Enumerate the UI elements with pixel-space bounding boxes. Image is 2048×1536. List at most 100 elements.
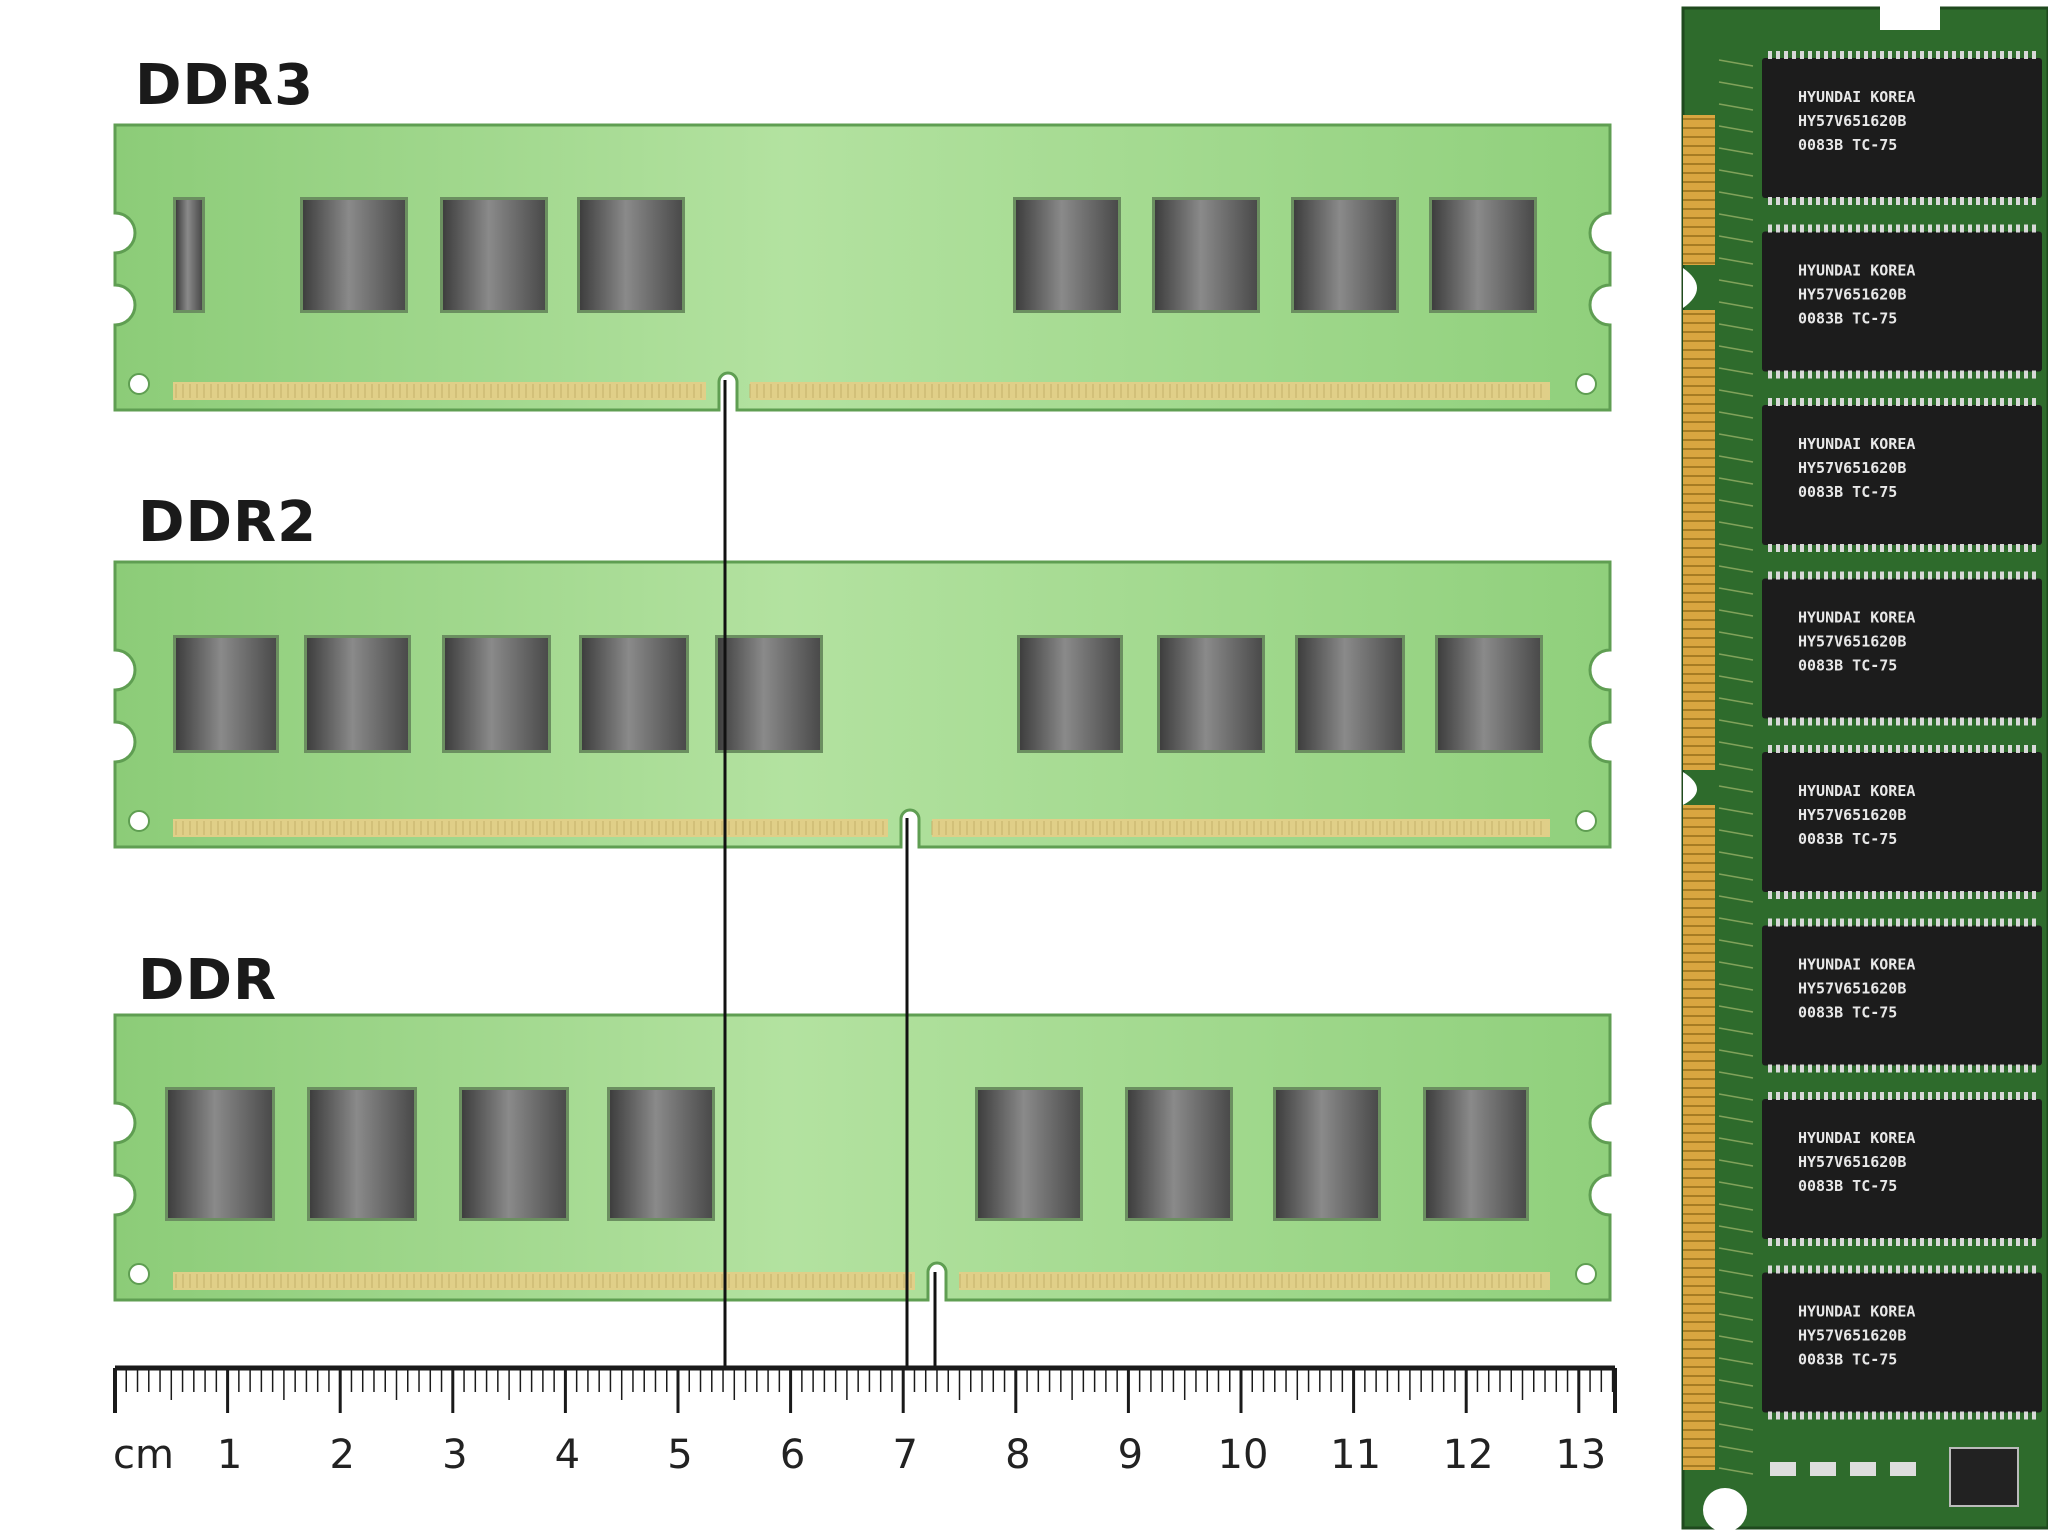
sdram-chip-pin xyxy=(1976,544,1980,552)
sdram-chip-pin xyxy=(1960,745,1964,753)
sdram-chip-pin xyxy=(1784,1064,1788,1073)
sdram-chip-pin xyxy=(2032,544,2036,552)
sdram-chip-pin xyxy=(2000,745,2004,753)
sdram-chip-pin xyxy=(1792,1411,1796,1420)
sdram-chip-pin xyxy=(1936,891,1940,899)
sdram-chip-pin xyxy=(1832,544,1836,552)
sdram-chip-pin xyxy=(1840,1265,1844,1274)
sdram-chip-pin xyxy=(1856,370,1860,379)
sdram-chip-pin xyxy=(1800,1092,1804,1100)
sdram-chip-pin xyxy=(1864,571,1868,580)
sdram-chip-pin xyxy=(2032,398,2036,406)
sdram-chip-pin xyxy=(1992,571,1996,580)
sdram-chip-pin xyxy=(1920,224,1924,233)
sdram-chip-pin xyxy=(1864,370,1868,379)
sdram-chip-pin xyxy=(1880,544,1884,552)
sdram-chip-pin xyxy=(1872,1411,1876,1420)
sdram-chip-pin xyxy=(1984,224,1988,233)
sdram-chip-pin xyxy=(1768,891,1772,899)
sdram-chip-pin xyxy=(1848,224,1852,233)
sdram-chip-pin xyxy=(1968,398,1972,406)
sdram-chip-pin xyxy=(1784,1265,1788,1274)
sdram-chip-pin xyxy=(1952,224,1956,233)
sdram-chip-pin xyxy=(1808,1064,1812,1073)
ruler-tick-label: 9 xyxy=(1118,1432,1143,1478)
sdram-chip-pin xyxy=(1968,51,1972,59)
sdram-trace xyxy=(1718,301,1754,309)
sdram-chip-pin xyxy=(1984,197,1988,205)
sdram-trace xyxy=(1718,1115,1754,1123)
sdram-chip-pin xyxy=(1968,745,1972,753)
sdram-chip-pin xyxy=(1808,891,1812,899)
sdram-chip-pin xyxy=(1960,571,1964,580)
sdram-chip-pin xyxy=(1832,370,1836,379)
sdram-chip-pin xyxy=(1952,1411,1956,1420)
sdram-chip-pin xyxy=(2016,544,2020,552)
sdram-chip-pin xyxy=(1912,51,1916,59)
sdram-chip-pin xyxy=(2000,1238,2004,1246)
sdram-chip-pin xyxy=(1904,745,1908,753)
sdram-chip-pin xyxy=(1888,224,1892,233)
sdram-chip-pin xyxy=(1768,717,1772,726)
sdram-chip-pin xyxy=(1880,197,1884,205)
sdram-chip-pin xyxy=(2008,370,2012,379)
sdram-chip-pin xyxy=(1768,1064,1772,1073)
sdram-trace xyxy=(1718,521,1754,529)
sdram-chip-pin xyxy=(1864,1265,1868,1274)
sdram-trace xyxy=(1718,1379,1754,1387)
sdram-trace xyxy=(1718,609,1754,617)
sdram-chip-marking: HY57V651620B xyxy=(1798,980,1906,998)
sdram-chip-pin xyxy=(1960,398,1964,406)
sdram-chip-pin xyxy=(1784,51,1788,59)
sdram-chip-pin xyxy=(1800,571,1804,580)
sdram-trace xyxy=(1718,785,1754,793)
sdram-chip-pin xyxy=(1872,224,1876,233)
sdram-trace xyxy=(1718,653,1754,661)
sdram-chip-pin xyxy=(1928,197,1932,205)
sdram-chip-pin xyxy=(1784,1238,1788,1246)
sdram-chip-pin xyxy=(1960,1238,1964,1246)
sdram-chip-pin xyxy=(1824,1265,1828,1274)
sdram-chip-pin xyxy=(1808,398,1812,406)
sdram-chip-pin xyxy=(2024,1411,2028,1420)
sdram-chip-pin xyxy=(1856,544,1860,552)
sdram-chip-pin xyxy=(1992,1411,1996,1420)
sdram-trace xyxy=(1718,147,1754,155)
sdram-chip-pin xyxy=(1888,398,1892,406)
sdram-chip-pin xyxy=(1864,1238,1868,1246)
sdram-chip-pin xyxy=(1816,51,1820,59)
sdram-chip-pin xyxy=(2024,717,2028,726)
sdram-chip-pin xyxy=(1984,717,1988,726)
sdram-chip-pin xyxy=(1896,571,1900,580)
sdram-chip-pin xyxy=(2008,1092,2012,1100)
sdram-chip-pin xyxy=(1800,1064,1804,1073)
sdram-chip-pin xyxy=(1808,1265,1812,1274)
ruler-unit-label: cm xyxy=(113,1432,174,1478)
sdram-chip-pin xyxy=(1856,51,1860,59)
sdram-chip-pin xyxy=(1824,571,1828,580)
sdram-chip-pin xyxy=(1808,571,1812,580)
sdram-chip-pin xyxy=(1824,1092,1828,1100)
sdram-chip-pin xyxy=(1808,745,1812,753)
sdram-chip-body xyxy=(1762,58,2042,198)
sdram-chip-pin xyxy=(1976,197,1980,205)
sdram-trace xyxy=(1718,1071,1754,1079)
sdram-trace xyxy=(1718,631,1754,639)
sdram-chip-pin xyxy=(1944,51,1948,59)
sdram-chip-pin xyxy=(1928,224,1932,233)
sdram-smd-component xyxy=(1890,1462,1916,1476)
sdram-chip-pin xyxy=(1952,571,1956,580)
sdram-chip-pin xyxy=(1952,1265,1956,1274)
sdram-trace xyxy=(1718,235,1754,243)
sdram-chip-pin xyxy=(1920,1238,1924,1246)
sdram-chip-pin xyxy=(1904,224,1908,233)
sdram-chip-pin xyxy=(1800,370,1804,379)
ddr3-label: DDR3 xyxy=(135,53,315,118)
sdram-chip-pin xyxy=(1800,891,1804,899)
sdram-chip-pin xyxy=(1976,891,1980,899)
sdram-chip-pin xyxy=(1920,717,1924,726)
sdram-chip-pin xyxy=(1872,717,1876,726)
sdram-chip-pin xyxy=(1872,1238,1876,1246)
sdram-chip-pin xyxy=(1784,398,1788,406)
